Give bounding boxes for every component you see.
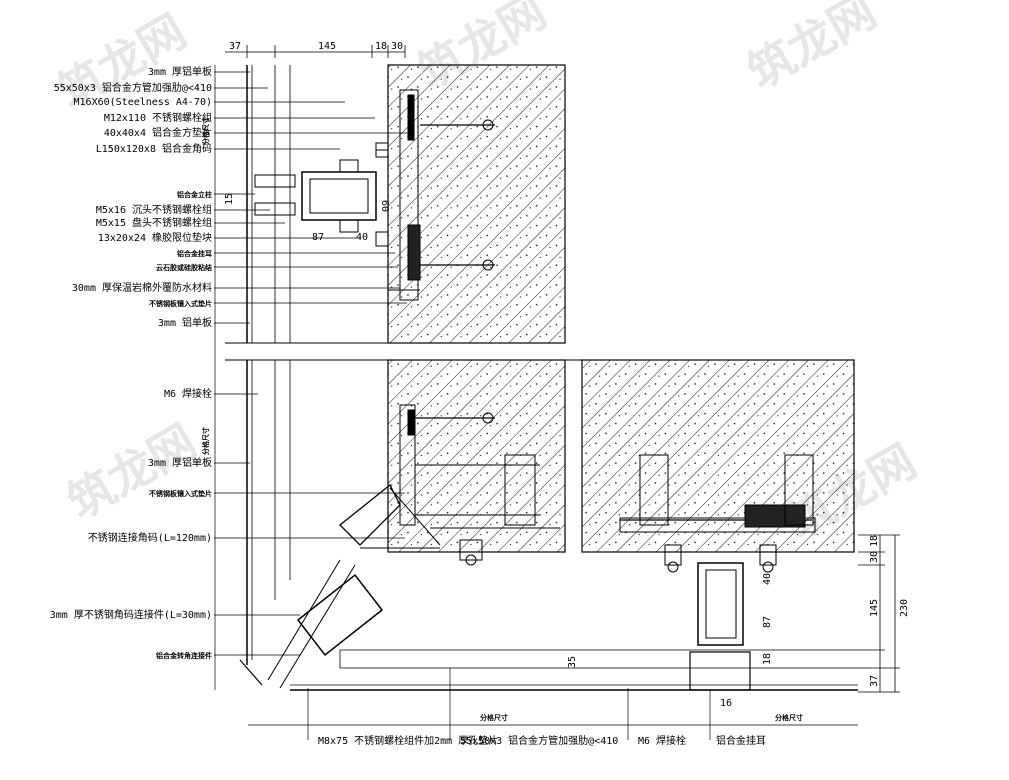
left-label-column: 3mm 厚铝单板 55x50x3 铝合金方管加强肋@<410M16X60(Stee… [50, 65, 212, 660]
right-dim-37: 37 [869, 675, 880, 687]
dim-15: 15 [224, 193, 235, 205]
left-label-13: 不锈钢板镶入式垫片 [149, 299, 212, 308]
left-label-5: L150x120x8 铝合金角码 [96, 142, 212, 155]
top-dim-37: 37 [229, 41, 241, 52]
left-label-8: M5x15 盘头不锈钢螺栓组 [96, 216, 212, 229]
right-dim-30: 30 [869, 551, 880, 563]
right-dim-18: 18 [869, 535, 880, 547]
top-dim-30: 30 [391, 41, 403, 52]
bottom-label-tube: 55x50x3 铝合金方管加强肋@<410 [460, 734, 618, 747]
corner-bracket-assembly [267, 404, 560, 689]
dim-16: 16 [720, 698, 732, 709]
right-inner-dim-18: 18 [762, 653, 773, 665]
left-label-3: M12x110 不锈钢螺栓组 [104, 111, 212, 124]
svg-text:分格尺寸: 分格尺寸 [201, 427, 210, 455]
svg-text:分格尺寸: 分格尺寸 [201, 117, 210, 145]
svg-text:分格尺寸: 分格尺寸 [775, 713, 803, 722]
left-label-11: 云石胶或硅胶粘结 [156, 263, 212, 272]
left-label-14: 3mm 铝单板 [158, 316, 212, 329]
dim-60: 60 [379, 200, 390, 212]
left-label-12: 30mm 厚保温岩棉外覆防水材料 [72, 281, 212, 294]
right-inner-dim-87: 87 [762, 616, 773, 628]
svg-text:分格尺寸: 分格尺寸 [480, 713, 508, 722]
inner-dimensions: 87 40 60 15 35 [224, 193, 578, 668]
left-label-19: 3mm 厚不锈钢角码连接件(L=30mm) [50, 608, 212, 621]
left-label-6: 铝合金立柱 [177, 190, 212, 199]
left-label-20: 铝合金转角连接件 [156, 651, 212, 660]
top-bracket-assembly [254, 89, 495, 301]
svg-text:筑龙网: 筑龙网 [739, 0, 886, 100]
right-dimensions: 18 30 145 230 40 87 18 37 [762, 534, 910, 693]
left-label-10: 铝合金挂耳 [177, 249, 212, 258]
vertical-side-text: 分格尺寸 分格尺寸 [201, 65, 216, 690]
bottom-label-m8: M8x75 不锈钢螺栓组件加2mm 厚孔垫片 [318, 734, 498, 747]
right-dim-230: 230 [899, 599, 910, 617]
bottom-labels: 分格尺寸 分格尺寸 M8x75 不锈钢螺栓组件加2mm 厚孔垫片 55x50x3… [248, 668, 858, 747]
aluminum-panel-horizontal [290, 649, 858, 691]
concrete-wall-top [387, 64, 566, 344]
left-label-9: 13x20x24 橡胶限位垫块 [98, 231, 212, 244]
label-leaders [214, 71, 410, 656]
bottom-label-ear: 铝合金挂耳 [716, 734, 766, 747]
left-label-18: 不锈钢连接角码(L=120mm) [88, 531, 212, 544]
left-label-2: M16X60(Steelness A4-70) [74, 97, 212, 108]
top-dim-145: 145 [318, 41, 336, 52]
left-label-15: M6 焊接栓 [164, 387, 212, 400]
left-label-16: 3mm 厚铝单板 [148, 456, 212, 469]
top-dim-18: 18 [375, 41, 387, 52]
aluminum-panel-vertical [239, 65, 291, 686]
bottom-label-m6: M6 焊接栓 [638, 734, 686, 747]
dim-87: 87 [312, 232, 324, 243]
break-lines [225, 342, 582, 361]
left-label-7: M5x16 沉头不锈钢螺栓组 [96, 203, 212, 216]
left-label-1: 55x50x3 铝合金方管加强肋@<410 [54, 81, 212, 94]
top-dimensions: 37 145 18 30 [225, 41, 406, 58]
left-label-0: 3mm 厚铝单板 [148, 65, 212, 78]
dim-35: 35 [567, 656, 578, 668]
right-bracket-assembly [619, 454, 816, 691]
left-label-17: 不锈钢板镶入式垫片 [149, 489, 212, 498]
svg-text:筑龙网: 筑龙网 [59, 414, 206, 530]
left-label-4: 40x40x4 铝合金方垫片 [104, 126, 212, 139]
right-dim-145: 145 [869, 599, 880, 617]
right-inner-dim-40: 40 [762, 573, 773, 585]
dim-40: 40 [356, 232, 368, 243]
